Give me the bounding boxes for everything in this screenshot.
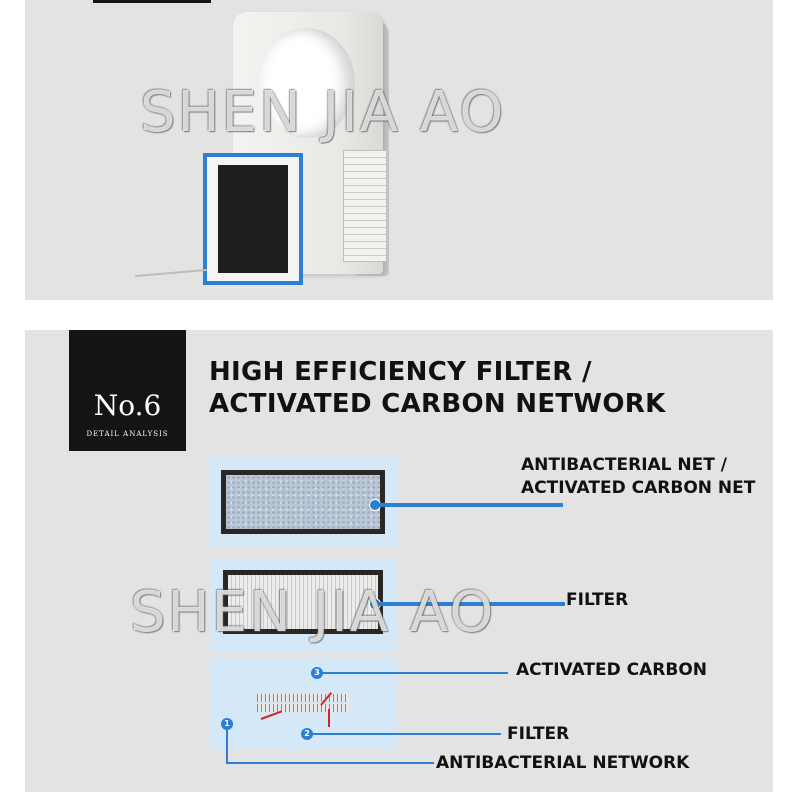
detail-badge: No.6 DETAIL ANALYSIS xyxy=(69,330,186,451)
label-activated-carbon: ACTIVATED CARBON xyxy=(516,660,707,680)
red-arrow-lower xyxy=(328,709,330,727)
watermark-top: SHEN JIA AO xyxy=(140,80,506,145)
carbon-net-image xyxy=(209,456,397,547)
installed-filter xyxy=(218,165,288,273)
callout-line-carbon xyxy=(322,672,508,674)
callout-line-filter xyxy=(375,602,565,606)
callout-line-filter-bottom xyxy=(312,733,501,735)
hand-dryer-opening xyxy=(257,28,355,138)
detail-panel: No.6 DETAIL ANALYSIS HIGH EFFICIENCY FIL… xyxy=(25,330,773,792)
badge-corner xyxy=(93,0,211,3)
badge-subtitle: DETAIL ANALYSIS xyxy=(86,430,169,438)
product-spec-sticker xyxy=(343,150,387,262)
section-heading-line-1: HIGH EFFICIENCY FILTER / xyxy=(209,357,592,387)
badge-number: No.6 xyxy=(93,389,162,422)
product-photo-panel xyxy=(25,0,773,300)
label-filter-bottom: FILTER xyxy=(507,724,570,744)
watermark-bottom: SHEN JIA AO xyxy=(130,580,496,645)
hepa-pleats xyxy=(228,575,378,629)
diagram-layer-bottom xyxy=(257,704,349,712)
label-antibacterial-net: ANTIBACTERIAL NET / xyxy=(521,455,727,475)
section-heading-line-2: ACTIVATED CARBON NETWORK xyxy=(209,389,666,419)
carbon-net-filter xyxy=(221,470,385,534)
callout-line-net xyxy=(375,503,563,507)
diagram-marker-3: 3 xyxy=(311,667,323,679)
callout-line-network-vertical xyxy=(226,729,228,764)
label-filter-top: FILTER xyxy=(566,590,629,610)
hepa-filter xyxy=(223,570,383,634)
label-antibacterial-network: ANTIBACTERIAL NETWORK xyxy=(436,753,690,773)
diagram-layer-top xyxy=(257,694,349,702)
power-cord xyxy=(135,268,207,278)
diagram-marker-1: 1 xyxy=(221,718,233,730)
hepa-filter-image xyxy=(209,560,397,651)
label-activated-carbon-net: ACTIVATED CARBON NET xyxy=(521,478,756,498)
diagram-marker-2: 2 xyxy=(301,728,313,740)
carbon-net-mesh xyxy=(226,475,380,529)
callout-line-network xyxy=(226,762,434,764)
